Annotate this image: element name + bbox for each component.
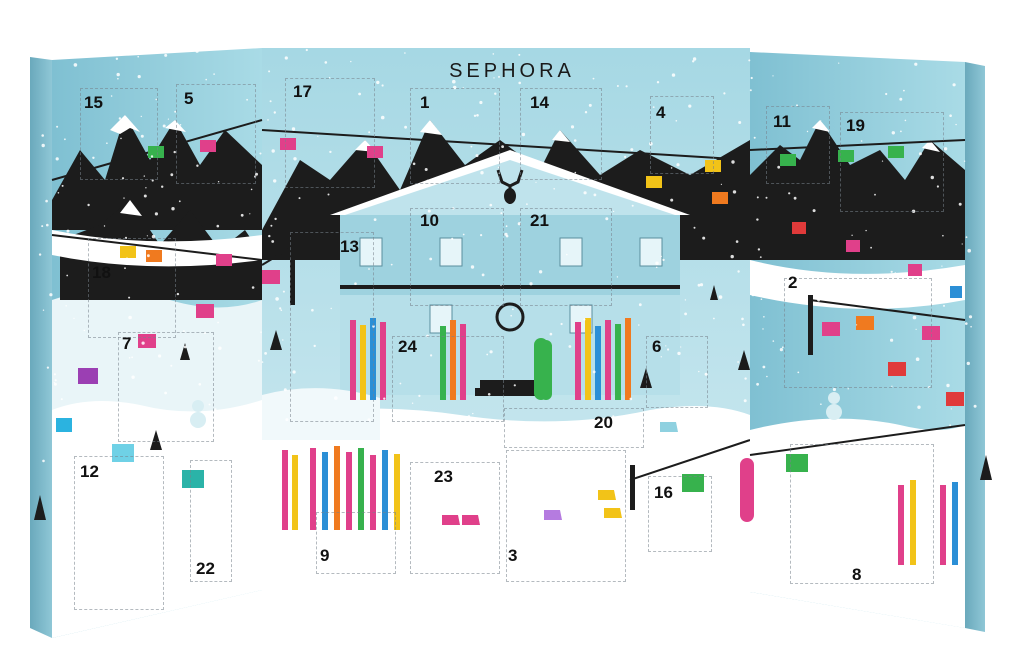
left-panel bbox=[30, 48, 262, 638]
door-number-1: 1 bbox=[420, 93, 430, 112]
gondolas bbox=[51, 119, 966, 522]
door-outline-13[interactable] bbox=[290, 232, 374, 422]
door-number-23: 23 bbox=[434, 467, 453, 486]
door-number-20: 20 bbox=[594, 413, 613, 432]
door-number-6: 6 bbox=[652, 337, 662, 356]
door-outline-24[interactable] bbox=[392, 336, 504, 422]
door-outline-15[interactable] bbox=[80, 88, 158, 180]
door-number-5: 5 bbox=[184, 89, 194, 108]
door-outline-18[interactable] bbox=[88, 238, 176, 338]
door-number-15: 15 bbox=[84, 93, 103, 112]
door-number-2: 2 bbox=[788, 273, 798, 292]
ski-rack-front bbox=[282, 446, 400, 530]
door-number-9: 9 bbox=[320, 546, 330, 565]
door-number-19: 19 bbox=[846, 116, 865, 135]
door-outline-16[interactable] bbox=[648, 476, 712, 552]
door-outline-17[interactable] bbox=[285, 78, 375, 188]
door-outline-12[interactable] bbox=[74, 456, 164, 610]
door-outline-4[interactable] bbox=[650, 96, 714, 174]
door-outline-22[interactable] bbox=[190, 460, 232, 582]
door-outline-14[interactable] bbox=[520, 88, 602, 180]
door-outline-5[interactable] bbox=[176, 84, 256, 184]
door-number-21: 21 bbox=[530, 211, 549, 230]
door-outline-2[interactable] bbox=[784, 278, 932, 388]
snowmen bbox=[190, 392, 842, 428]
door-number-14: 14 bbox=[530, 93, 549, 112]
door-number-12: 12 bbox=[80, 462, 99, 481]
door-number-8: 8 bbox=[852, 565, 862, 584]
door-outline-19[interactable] bbox=[840, 112, 944, 212]
door-number-7: 7 bbox=[122, 334, 132, 353]
brand-logo: SEPHORA bbox=[449, 60, 575, 82]
door-outline-20[interactable] bbox=[504, 408, 644, 448]
right-panel bbox=[749, 52, 985, 632]
door-number-22: 22 bbox=[196, 559, 215, 578]
door-number-24: 24 bbox=[398, 337, 417, 356]
snowfall bbox=[38, 48, 980, 467]
fir-trees bbox=[34, 285, 992, 520]
door-number-10: 10 bbox=[420, 211, 439, 230]
door-outline-6[interactable] bbox=[646, 336, 708, 408]
door-number-18: 18 bbox=[92, 263, 111, 282]
door-number-17: 17 bbox=[293, 82, 312, 101]
door-outline-9[interactable] bbox=[316, 512, 396, 574]
door-outline-11[interactable] bbox=[766, 106, 830, 184]
door-outline-23[interactable] bbox=[410, 462, 500, 574]
door-outline-21[interactable] bbox=[520, 208, 612, 306]
door-outline-1[interactable] bbox=[410, 88, 500, 184]
door-outline-3[interactable] bbox=[506, 450, 626, 582]
door-outline-10[interactable] bbox=[410, 208, 504, 306]
door-number-4: 4 bbox=[656, 103, 666, 122]
door-outline-8[interactable] bbox=[790, 444, 934, 584]
door-number-16: 16 bbox=[654, 483, 673, 502]
door-number-11: 11 bbox=[773, 112, 791, 131]
door-outline-7[interactable] bbox=[118, 332, 214, 442]
door-number-3: 3 bbox=[508, 546, 518, 565]
door-number-13: 13 bbox=[340, 237, 359, 256]
